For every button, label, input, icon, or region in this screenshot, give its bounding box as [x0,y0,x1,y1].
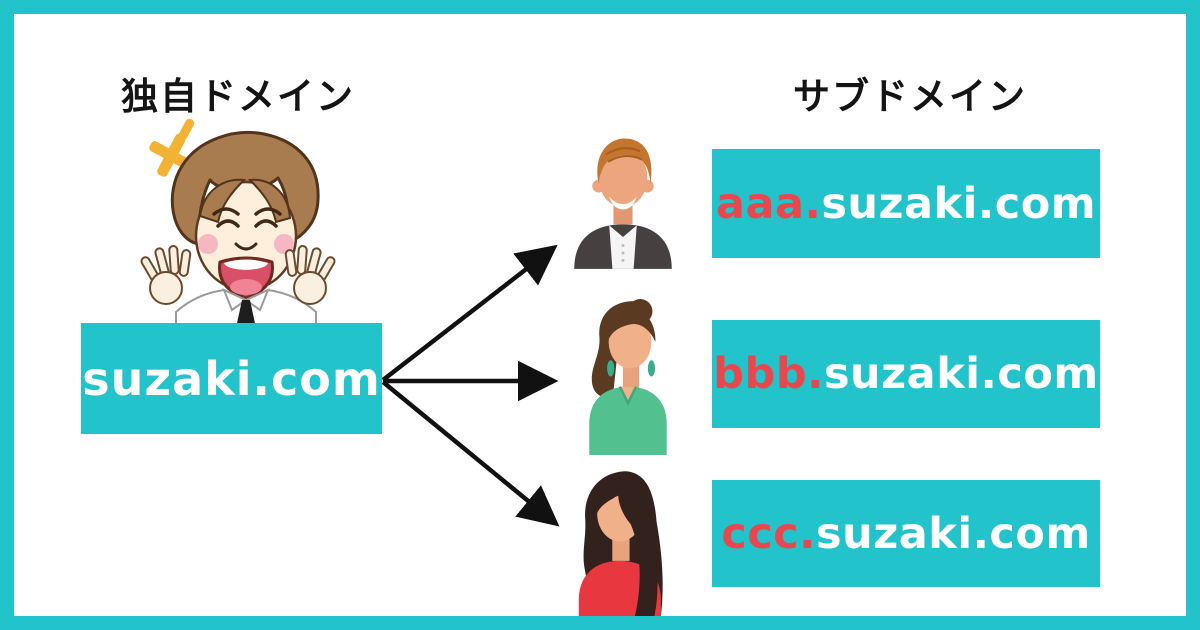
subdomain-box-bbb: bbb.suzaki.com [712,320,1100,428]
subdomain-box-aaa: aaa.suzaki.com [712,149,1100,258]
laughing-person-icon [138,116,338,328]
arrow-to-ccc [381,380,560,527]
subdomain-prefix: ccc. [721,508,817,559]
subdomain-suffix: suzaki.com [821,178,1097,229]
sparkle-icon [149,118,195,177]
subdomain-suffix: suzaki.com [823,349,1099,399]
subdomain-prefix: bbb. [713,349,824,399]
woman-green-avatar [577,297,679,455]
own-domain-heading: 独自ドメイン [121,75,355,118]
businessman-avatar [570,133,676,269]
woman-red-avatar [568,468,676,616]
root-domain-label: suzaki.com [82,351,381,406]
subdomain-prefix: aaa. [715,178,822,229]
subdomain-suffix: suzaki.com [816,508,1091,559]
subdomain-box-ccc: ccc.suzaki.com [712,480,1100,587]
arrow-to-aaa [381,244,558,382]
subdomain-heading: サブドメイン [793,75,1027,118]
root-domain-box: suzaki.com [81,323,382,434]
